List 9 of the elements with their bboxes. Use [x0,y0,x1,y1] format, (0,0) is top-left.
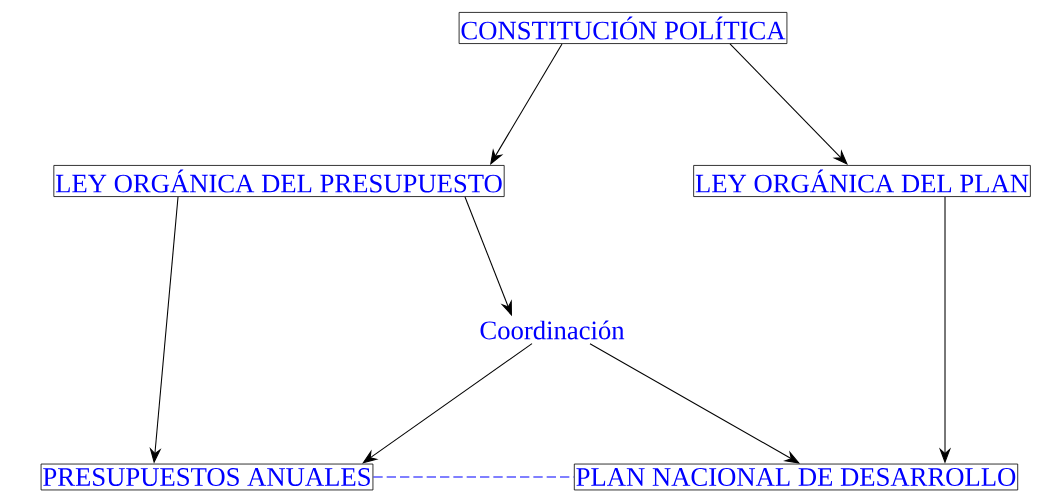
law-box: PRESUPUESTOS ANUALES [40,463,374,491]
law-box: PLAN NACIONAL DE DESARROLLO [573,463,1019,491]
law-box: CONSTITUCIÓN POLÍTICA [458,12,788,44]
text-label: Coordinación [480,320,625,340]
arrow [589,343,800,464]
law-box: LEY ORGÁNICA DEL PRESUPUESTO [53,165,505,197]
arrow [362,343,533,464]
dashed-line [372,476,575,478]
law-box: LEY ORGÁNICA DEL PLAN [693,165,1031,197]
